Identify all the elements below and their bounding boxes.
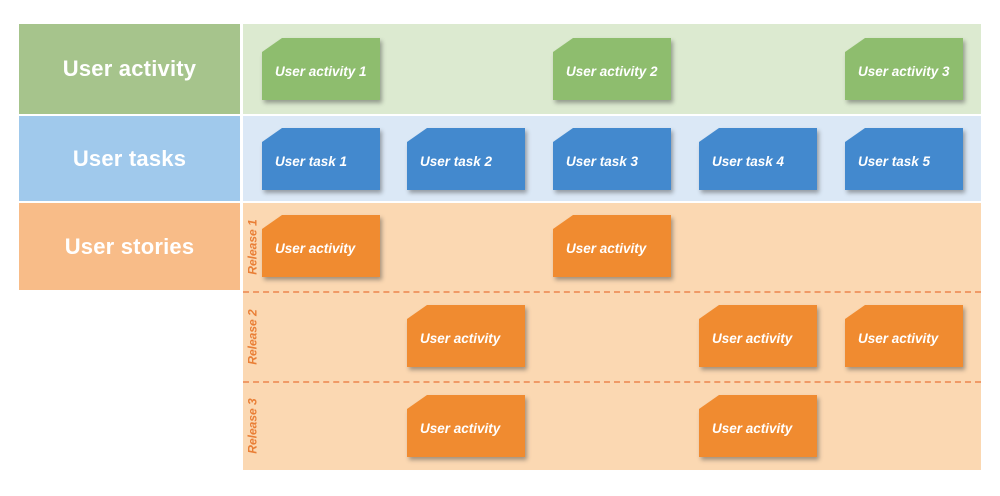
user-task-card-5-text: User task 5 — [845, 128, 963, 190]
user-activity-card-2: User activity 2 — [553, 38, 671, 100]
user-task-card-5: User task 5 — [845, 128, 963, 190]
release-1-label-text: Release 1 — [245, 219, 260, 275]
release-1-story-card-1-text: User activity — [262, 215, 380, 277]
release-1-story-card-2: User activity — [553, 215, 671, 277]
user-task-card-3-text: User task 3 — [553, 128, 671, 190]
user-task-card-1: User task 1 — [262, 128, 380, 190]
row-label-user-stories: User stories — [19, 203, 240, 290]
release-2-story-card-3-text: User activity — [845, 305, 963, 367]
release-1-story-card-2-text: User activity — [553, 215, 671, 277]
release-1-story-card-1: User activity — [262, 215, 380, 277]
release-2-story-card-2: User activity — [699, 305, 817, 367]
user-activity-card-3-text: User activity 3 — [845, 38, 963, 100]
release-3-story-card-2-text: User activity — [699, 395, 817, 457]
user-activity-card-2-text: User activity 2 — [553, 38, 671, 100]
user-task-card-2-text: User task 2 — [407, 128, 525, 190]
row-label-user-activity: User activity — [19, 24, 240, 114]
release-3-story-card-1-text: User activity — [407, 395, 525, 457]
release-2-story-card-2-text: User activity — [699, 305, 817, 367]
release-divider-2-3 — [243, 381, 981, 383]
row-label-user-activity-text: User activity — [62, 56, 197, 81]
release-3-label: Release 3 — [243, 382, 262, 470]
release-3-label-text: Release 3 — [245, 398, 260, 454]
row-label-user-tasks-text: User tasks — [72, 145, 187, 171]
user-activity-card-3: User activity 3 — [845, 38, 963, 100]
row-label-user-stories-text: User stories — [64, 233, 195, 259]
release-1-label: Release 1 — [243, 203, 262, 291]
release-2-story-card-1: User activity — [407, 305, 525, 367]
user-activity-card-1-text: User activity 1 — [262, 38, 380, 100]
user-task-card-1-text: User task 1 — [262, 128, 380, 190]
release-3-story-card-1: User activity — [407, 395, 525, 457]
release-3-story-card-2: User activity — [699, 395, 817, 457]
release-divider-1-2 — [243, 291, 981, 293]
user-task-card-4-text: User task 4 — [699, 128, 817, 190]
release-2-story-card-3: User activity — [845, 305, 963, 367]
user-task-card-4: User task 4 — [699, 128, 817, 190]
user-task-card-2: User task 2 — [407, 128, 525, 190]
release-2-label: Release 2 — [243, 292, 262, 382]
row-label-user-tasks: User tasks — [19, 116, 240, 201]
release-2-label-text: Release 2 — [245, 309, 260, 365]
user-activity-card-1: User activity 1 — [262, 38, 380, 100]
release-2-story-card-1-text: User activity — [407, 305, 525, 367]
user-task-card-3: User task 3 — [553, 128, 671, 190]
